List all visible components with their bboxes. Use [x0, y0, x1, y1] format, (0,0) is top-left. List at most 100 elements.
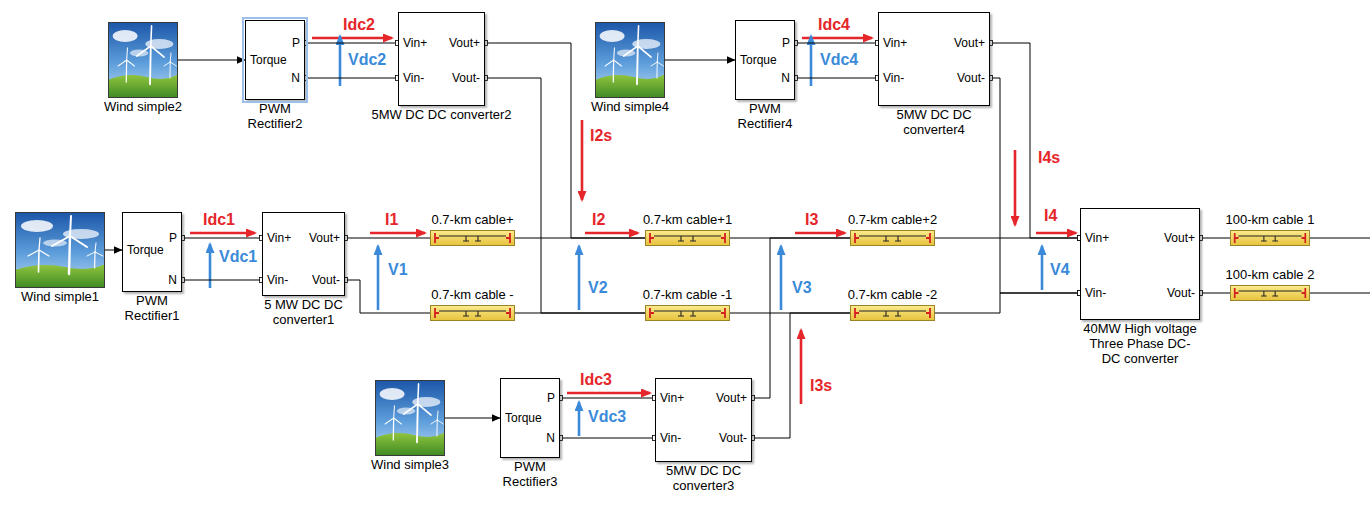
port-label: Vin-: [403, 72, 424, 86]
connector-group: [343, 278, 431, 314]
voltage-label: V1: [388, 262, 408, 278]
connector-group: [105, 250, 122, 251]
wire: [990, 78, 1080, 293]
current-label: I2s: [590, 128, 612, 144]
dcdc-converter-block: Vin+Vout+Vin-Vout-5MW DC DC converter3: [655, 378, 752, 462]
rectifier-block: TorquePNPWM Rectifier2: [245, 20, 305, 100]
cable-name: 0.7-km cable+2: [828, 213, 958, 228]
voltage-label: V4: [1050, 262, 1070, 278]
cable-symbol: [851, 306, 935, 321]
current-arrow: [190, 232, 255, 235]
wire: [345, 238, 430, 239]
port-label: P: [292, 37, 300, 51]
current-arrow: [1014, 150, 1017, 225]
voltage-label: Vdc4: [820, 52, 858, 68]
dcdc-converter-block: Vin+Vout+Vin-Vout-5MW DC DC converter4: [878, 12, 990, 106]
cable-symbol: [431, 306, 515, 321]
port-label: Vin+: [403, 37, 427, 51]
wire: [445, 418, 500, 419]
cable-block: 0.7-km cable -: [430, 305, 515, 321]
current-label: I1: [385, 212, 398, 228]
wire: [1200, 293, 1230, 294]
voltage-arrow: [209, 244, 212, 288]
cable-symbol: [1230, 286, 1309, 301]
port-label: Torque: [127, 244, 164, 258]
cable-block: 0.7-km cable -1: [645, 305, 730, 321]
wire: [752, 313, 850, 438]
cable-name: 0.7-km cable -2: [828, 288, 958, 303]
rectifier-block: TorquePNPWM Rectifier1: [122, 212, 182, 292]
block-caption: 5MW DC DC converter3: [658, 464, 750, 494]
cable-symbol: [1230, 231, 1309, 246]
wire: [1200, 238, 1230, 239]
block-caption: 5MW DC DC converter4: [888, 108, 980, 138]
port-label: Vin-: [660, 432, 681, 446]
current-label: I3: [805, 212, 818, 228]
port-label: Torque: [740, 54, 777, 68]
rectifier-block: TorquePNPWM Rectifier3: [500, 378, 560, 458]
wire: [178, 60, 245, 61]
cable-name: 100-km cable 2: [1205, 268, 1335, 283]
cable-symbol: [646, 306, 730, 321]
current-arrow: [802, 37, 872, 40]
port-label: Vin+: [267, 232, 291, 246]
voltage-arrow: [578, 246, 581, 310]
current-arrow: [581, 120, 584, 200]
connector-group: [750, 313, 851, 441]
connector-group: [750, 238, 851, 401]
wire: [560, 398, 655, 399]
port-label: Vout-: [719, 432, 747, 446]
connector-group: [665, 60, 735, 61]
connector-group: [178, 60, 245, 61]
port-label: Torque: [505, 412, 542, 426]
wire: [990, 43, 1080, 238]
wire: [105, 250, 122, 251]
voltage-label: Vdc2: [348, 52, 386, 68]
current-label: I3s: [810, 378, 832, 394]
block-caption: 40MW High voltage Three Phase DC-DC conv…: [1081, 322, 1199, 367]
wind-turbine-picture: [375, 380, 445, 456]
current-arrow: [1036, 232, 1076, 235]
connector-group: [793, 41, 881, 46]
current-label: I4: [1044, 208, 1057, 224]
block-caption: Wind simple2: [88, 100, 198, 115]
wire: [665, 60, 735, 61]
connector-group: [343, 236, 431, 241]
wire: [935, 293, 1080, 313]
wire: [485, 43, 645, 238]
port-label: Vin-: [1085, 287, 1106, 301]
cable-block: 0.7-km cable+2: [850, 230, 935, 246]
port-label: Vout-: [452, 72, 480, 86]
port-label: N: [781, 72, 790, 86]
voltage-arrow: [780, 246, 783, 310]
wire: [305, 78, 398, 79]
current-arrow: [795, 232, 845, 235]
connector-group: [303, 76, 401, 81]
current-arrow: [800, 330, 803, 404]
port-label: Vout+: [954, 37, 985, 51]
cable-block: 0.7-km cable+: [430, 230, 515, 246]
block-caption: 5MW DC DC converter2: [357, 108, 527, 123]
port-label: Vout-: [312, 274, 340, 288]
wire: [182, 280, 262, 281]
current-arrow: [585, 232, 638, 235]
port-label: N: [546, 432, 555, 446]
wire: [752, 238, 850, 398]
port-label: Vin+: [1085, 232, 1109, 246]
port-label: Vin-: [267, 274, 288, 288]
connector-group: [445, 418, 500, 419]
voltage-arrow: [1041, 246, 1044, 290]
hv-converter-block: Vin+Vout+Vin-Vout-40MW High voltage Thre…: [1080, 208, 1200, 320]
voltage-label: V3: [792, 280, 812, 296]
cable-name: 0.7-km cable -1: [623, 288, 753, 303]
voltage-label: Vdc1: [219, 249, 257, 265]
connector-group: [793, 76, 881, 81]
wind-turbine-picture: [595, 22, 665, 98]
port-label: Vin+: [883, 37, 907, 51]
cable-name: 100-km cable 1: [1205, 213, 1335, 228]
current-arrow: [312, 37, 392, 40]
current-label: Idc1: [203, 212, 235, 228]
cable-name: 0.7-km cable+1: [623, 213, 753, 228]
port-label: Vout+: [716, 392, 747, 406]
port-label: Vout+: [449, 37, 480, 51]
